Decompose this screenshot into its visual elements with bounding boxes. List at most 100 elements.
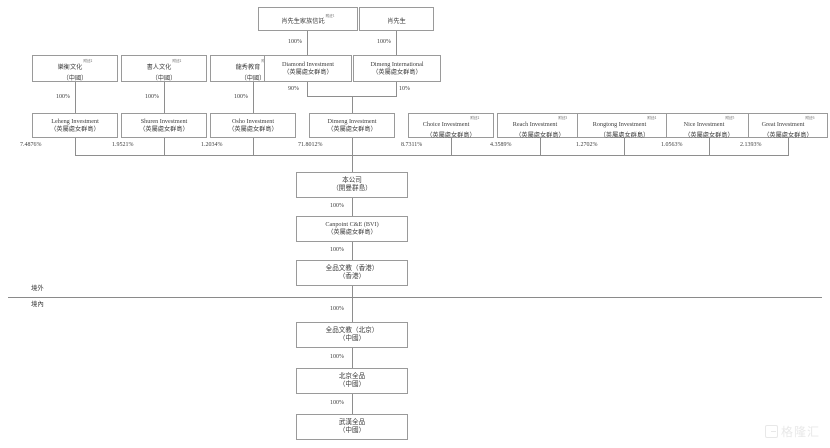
- connector-company-to-canpoint: [352, 198, 353, 216]
- node-leheng-investment-jurisdiction: （英屬處女群島）: [50, 125, 100, 133]
- gelonghui-logo-icon: [764, 425, 778, 438]
- node-diamond-investment: Diamond Investment （英屬處女群島）: [264, 55, 352, 82]
- node-nice-investment-label: Nice Investment: [683, 120, 725, 128]
- node-leheng-investment: Leheng Investment （英屬處女群島）: [32, 113, 118, 138]
- node-reach-investment-label: Reach Investment: [512, 120, 558, 128]
- node-company: 本公司 （開曼群島）: [296, 172, 408, 198]
- zone-label-onshore: 境內: [30, 299, 45, 308]
- node-great-investment-jurisdiction: （英屬處女群島）: [763, 131, 813, 139]
- pct-dimeng-intl-to-dimeng-investment: 10%: [399, 86, 410, 92]
- pct-bjcanpoint-to-wuhan: 100%: [330, 400, 344, 406]
- pct-dimeng-investment: 71.8012%: [298, 142, 323, 148]
- pct-xiao-to-dimeng-intl: 100%: [377, 39, 391, 45]
- node-shuren-culture-label: 書人文化: [146, 63, 172, 71]
- node-shuren-investment: Shuren Investment （英屬處女群島）: [121, 113, 207, 138]
- node-mr-xiao: 肖先生: [359, 7, 434, 31]
- node-choice-investment-jurisdiction: （英屬處女群島）: [426, 131, 476, 139]
- node-youxiu-education-label: 龍秀教育: [235, 63, 261, 71]
- node-rongtong-investment-note: 附註4: [647, 116, 657, 121]
- connector-nice-investment-to-bus: [709, 138, 710, 155]
- node-leheng-culture-label: 樂衡文化: [57, 63, 83, 71]
- node-diamond-investment-jurisdiction: （英屬處女群島）: [283, 68, 333, 76]
- connector-dimeng-investment-to-bus: [352, 138, 353, 155]
- node-beijing-canpoint-jurisdiction: （中國）: [338, 381, 366, 388]
- node-dimeng-investment-jurisdiction: （英屬處女群島）: [327, 125, 377, 133]
- node-shuren-culture-note: 附註2: [172, 59, 182, 64]
- connector-hk-to-beijing: [352, 286, 353, 322]
- node-leheng-culture-note: 附註2: [83, 59, 93, 64]
- node-wuhan-canpoint-label: 武漢全品: [338, 418, 366, 426]
- pct-hk-to-beijing: 100%: [330, 306, 344, 312]
- node-canpoint-hk-label: 全品文教（香港）: [325, 264, 379, 272]
- node-leheng-culture: 樂衡文化附註2 （中國）: [32, 55, 118, 82]
- pct-canpoint-to-hk: 100%: [330, 247, 344, 253]
- connector-bus-to-company: [352, 155, 353, 172]
- node-trust-note: 附註1: [325, 13, 335, 18]
- connector-leheng-culture-down: [75, 82, 76, 113]
- node-leheng-culture-jurisdiction: （中國）: [62, 74, 88, 82]
- node-canpoint-beijing-jurisdiction: （中國）: [338, 335, 366, 342]
- pct-diamond-to-dimeng-investment: 90%: [288, 86, 299, 92]
- node-osho-investment: Osho Investment （英屬處女群島）: [210, 113, 296, 138]
- node-nice-investment-jurisdiction: （英屬處女群島）: [684, 131, 734, 139]
- node-canpoint-hk: 全品文教（香港） （香港）: [296, 260, 408, 286]
- connector-merge-to-dimeng-investment: [352, 96, 353, 113]
- node-great-investment-note: 附註6: [805, 116, 815, 121]
- node-diamond-investment-label: Diamond Investment: [281, 60, 335, 68]
- node-wuhan-canpoint-jurisdiction: （中國）: [338, 427, 366, 434]
- pct-trust-to-diamond: 100%: [288, 39, 302, 45]
- connector-shuren-culture-down: [164, 82, 165, 113]
- connector-canpoint-to-hk: [352, 242, 353, 260]
- node-shuren-investment-label: Shuren Investment: [140, 117, 188, 125]
- pct-shuren-investment: 1.9521%: [112, 142, 134, 148]
- node-canpoint-bvi-jurisdiction: （英屬處女群島）: [327, 229, 377, 236]
- node-rongtong-investment: Rongtong Investment附註4 （英屬處女群島）: [577, 113, 672, 139]
- pct-leheng-culture-down: 100%: [56, 94, 70, 100]
- node-youxiu-education-jurisdiction: （中國）: [240, 74, 266, 82]
- connector-bjcanpoint-to-wuhan: [352, 394, 353, 414]
- connector-choice-investment-to-bus: [451, 138, 452, 155]
- connector-shuren-investment-to-bus: [164, 138, 165, 155]
- connector-youxiu-education-down: [253, 82, 254, 113]
- watermark-text: 格隆汇: [780, 425, 820, 439]
- node-beijing-canpoint-label: 北京全品: [338, 372, 366, 380]
- pct-osho-investment: 1.2034%: [201, 142, 223, 148]
- node-company-jurisdiction: （開曼群島）: [332, 185, 372, 192]
- connector-beijing-to-bjcanpoint: [352, 348, 353, 368]
- zone-label-offshore: 境外: [30, 283, 45, 292]
- node-canpoint-hk-jurisdiction: （香港）: [338, 273, 366, 280]
- node-great-investment-label: Great Investment: [761, 120, 805, 128]
- connector-great-investment-to-bus: [788, 138, 789, 155]
- node-dimeng-international-label: Dimeng International: [370, 60, 424, 68]
- node-choice-investment-label: Choice Investment: [422, 120, 470, 128]
- node-osho-investment-label: Osho Investment: [231, 117, 275, 125]
- node-choice-investment-note: 附註2: [470, 116, 480, 121]
- node-rongtong-investment-label: Rongtong Investment: [592, 120, 647, 128]
- node-shuren-culture-jurisdiction: （中國）: [151, 74, 177, 82]
- offshore-onshore-divider: [8, 297, 822, 298]
- pct-nice-investment: 1.0563%: [661, 142, 683, 148]
- pct-leheng-investment: 7.4876%: [20, 142, 42, 148]
- connector-diamond-down: [307, 82, 308, 96]
- pct-company-to-canpoint: 100%: [330, 203, 344, 209]
- node-great-investment: Great Investment附註6 （英屬處女群島）: [748, 113, 828, 139]
- pct-beijing-to-bjcanpoint: 100%: [330, 354, 344, 360]
- node-canpoint-beijing: 全品文教（北京） （中國）: [296, 322, 408, 348]
- node-beijing-canpoint: 北京全品 （中國）: [296, 368, 408, 394]
- node-reach-investment-jurisdiction: （英屬處女群島）: [515, 131, 565, 139]
- node-shuren-culture: 書人文化附註2 （中國）: [121, 55, 207, 82]
- node-choice-investment: Choice Investment附註2 （英屬處女群島）: [408, 113, 494, 139]
- pct-reach-investment: 4.3589%: [490, 142, 512, 148]
- node-nice-investment-note: 附註5: [725, 116, 735, 121]
- node-leheng-investment-label: Leheng Investment: [51, 117, 99, 125]
- connector-xiao-to-dimeng-intl: [396, 31, 397, 55]
- node-nice-investment: Nice Investment附註5 （英屬處女群島）: [666, 113, 752, 139]
- node-reach-investment-note: 附註3: [558, 116, 568, 121]
- connector-dimeng-intl-down: [396, 82, 397, 96]
- node-trust: 肖先生家族信託附註1: [258, 7, 358, 31]
- node-dimeng-international: Dimeng International （英屬處女群島）: [353, 55, 441, 82]
- connector-rongtong-investment-to-bus: [624, 138, 625, 155]
- connector-reach-investment-to-bus: [540, 138, 541, 155]
- watermark: 格隆汇: [764, 423, 820, 440]
